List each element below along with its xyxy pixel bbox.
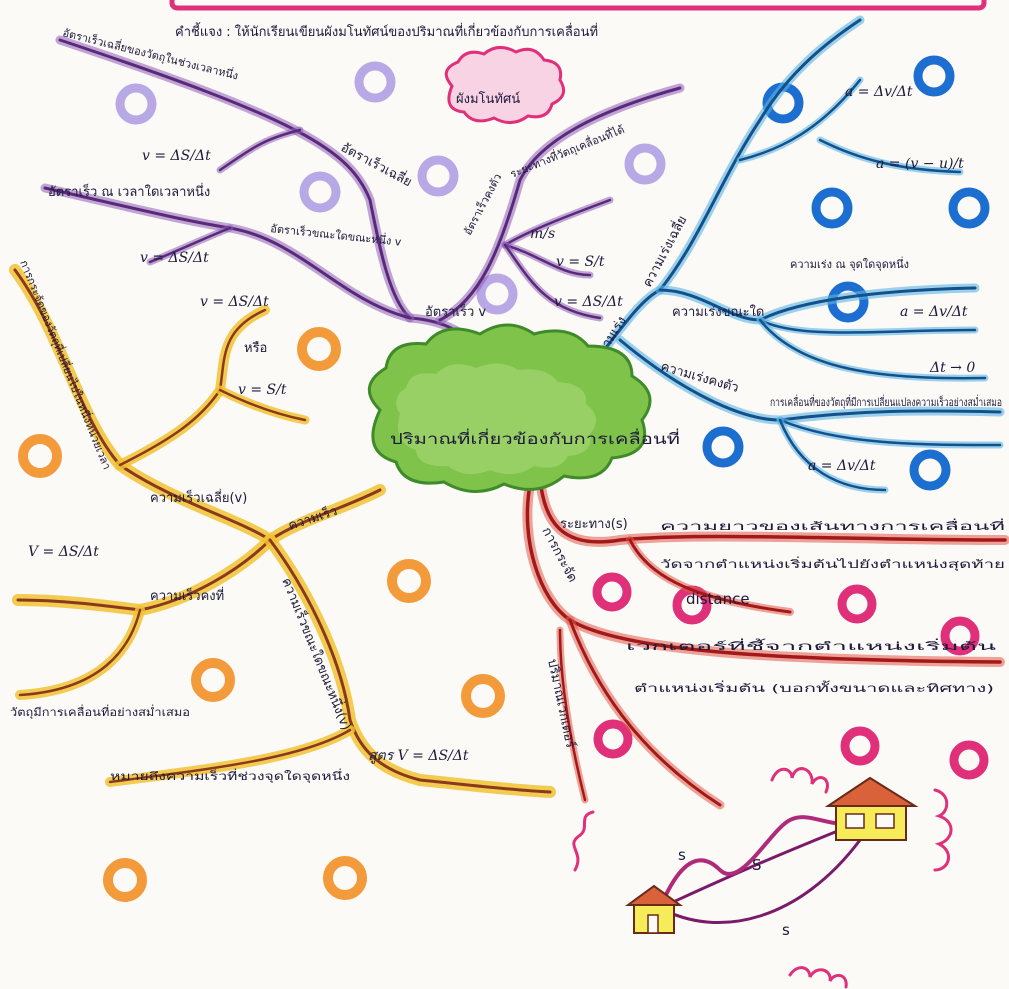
blue-inst-accel-def: ความเร่ง ณ จุดใดจุดหนึ่ง	[790, 256, 909, 271]
blue-avg-accel-formula: a = Δv/Δt	[845, 84, 913, 100]
yellow-const-velocity-formula: V = ΔS/Δt	[28, 544, 99, 560]
blue-inst-formula: a = Δv/Δt	[900, 304, 968, 320]
orange-ring	[23, 439, 57, 473]
purple-formula-a: v = S/t	[556, 254, 605, 270]
red-distance-label: ระยะทาง(s)	[560, 517, 628, 532]
house-large	[828, 778, 915, 840]
yellow-or: หรือ	[244, 340, 267, 356]
header-instruction: คำชี้แจง : ให้นักเรียนเขียนผังมโนทัศน์ขอ…	[175, 22, 598, 40]
red-distance-def: ความยาวของเส้นทางการเคลื่อนที่	[660, 518, 1005, 533]
orange-ring	[196, 663, 230, 697]
red-displacement-type: ปริมาณเวกเตอร์	[544, 658, 578, 750]
sketch-label-vector: S	[752, 856, 762, 874]
red-distance-en: distance	[686, 590, 750, 608]
orange-ring	[392, 564, 426, 598]
cloud-label: ผังมโนทัศน์	[456, 91, 520, 107]
purple-ring	[359, 66, 391, 98]
purple-main-label: อัตราเร็ว v	[425, 302, 486, 320]
yellow-inst-velocity-def: หมายถึงความเร็วที่ช่วงจุดใดจุดหนึ่ง	[110, 768, 350, 783]
red-displacement-def2: ตำแหน่งเริ่มต้น (บอกทั้งขนาดและทิศทาง)	[634, 680, 994, 695]
blue-inst-limit: Δt → 0	[929, 360, 975, 376]
yellow-inst-velocity-label: ความเร็วขณะใดขณะหนึ่ง(v)	[278, 575, 356, 733]
purple-ring	[422, 160, 454, 192]
pink-ring	[598, 724, 628, 754]
purple-ring	[120, 88, 152, 120]
red-displacement-def: เวกเตอร์ที่ชี้จากตำแหน่งเริ่มต้น	[626, 638, 997, 653]
house-small	[628, 886, 680, 933]
yellow-avg-formula2: v = S/t	[238, 382, 287, 398]
pink-ring	[597, 577, 627, 607]
blue-const-accel-def: การเคลื่อนที่ของวัตถุที่มีการเปลี่ยนแปลง…	[770, 394, 1002, 409]
blue-inst-accel-label: ความเร่งขณะใด	[672, 304, 764, 320]
purple-avg-speed-formula: v = ΔS/Δt	[142, 148, 211, 164]
purple-inst-speed-formula: v = ΔS/Δt	[140, 250, 209, 266]
sketch-label-s2: s	[782, 921, 790, 939]
red-distance-def2: วัดจากตำแหน่งเริ่มต้นไปยังตำแหน่งสุดท้าย	[660, 556, 1005, 571]
pink-ring	[845, 731, 875, 761]
blue-ring	[918, 60, 950, 92]
header-frame-border	[172, 0, 984, 8]
blue-avg-accel-formula2: a = (v − u)/t	[876, 156, 964, 172]
purple-ring	[629, 148, 661, 180]
orange-ring	[302, 332, 336, 366]
blue-const-formula: a = Δv/Δt	[808, 458, 876, 474]
pink-ring	[954, 745, 984, 775]
yellow-main-label: ความเร็ว	[286, 501, 340, 534]
orange-ring	[328, 861, 362, 895]
purple-formula-b: v = ΔS/Δt	[554, 294, 623, 310]
sketch-label-s1: s	[678, 846, 686, 864]
title-cloud: ผังมโนทัศน์	[446, 47, 563, 122]
blue-ring	[816, 192, 848, 224]
purple-unit: m/s	[530, 226, 555, 242]
blue-ring	[914, 454, 946, 486]
yellow-avg-formula: v = ΔS/Δt	[200, 294, 269, 310]
orange-ring	[466, 679, 500, 713]
purple-const-speed-label: อัตราเร็วคงตัว	[460, 171, 504, 237]
yellow-const-velocity-def: วัตถุมีการเคลื่อนที่อย่างสม่ำเสมอ	[10, 704, 190, 719]
yellow-const-velocity-label: ความเร็วคงที่	[150, 586, 224, 604]
center-label: ปริมาณที่เกี่ยวข้องกับการเคลื่อนที่	[390, 428, 680, 448]
purple-inst-speed-label: อัตราเร็วขณะใดขณะหนึ่ง v	[270, 220, 403, 249]
purple-ring	[304, 176, 336, 208]
yellow-inst-formula: สูตร V = ΔS/Δt	[368, 748, 469, 764]
pink-ring	[842, 589, 872, 619]
blue-ring	[707, 431, 739, 463]
blue-ring	[953, 192, 985, 224]
yellow-avg-velocity-label: ความเร็วเฉลี่ย(v)	[150, 488, 247, 506]
purple-inst-speed-def: อัตราเร็ว ณ เวลาใดเวลาหนึ่ง	[48, 182, 210, 200]
orange-ring	[108, 863, 142, 897]
